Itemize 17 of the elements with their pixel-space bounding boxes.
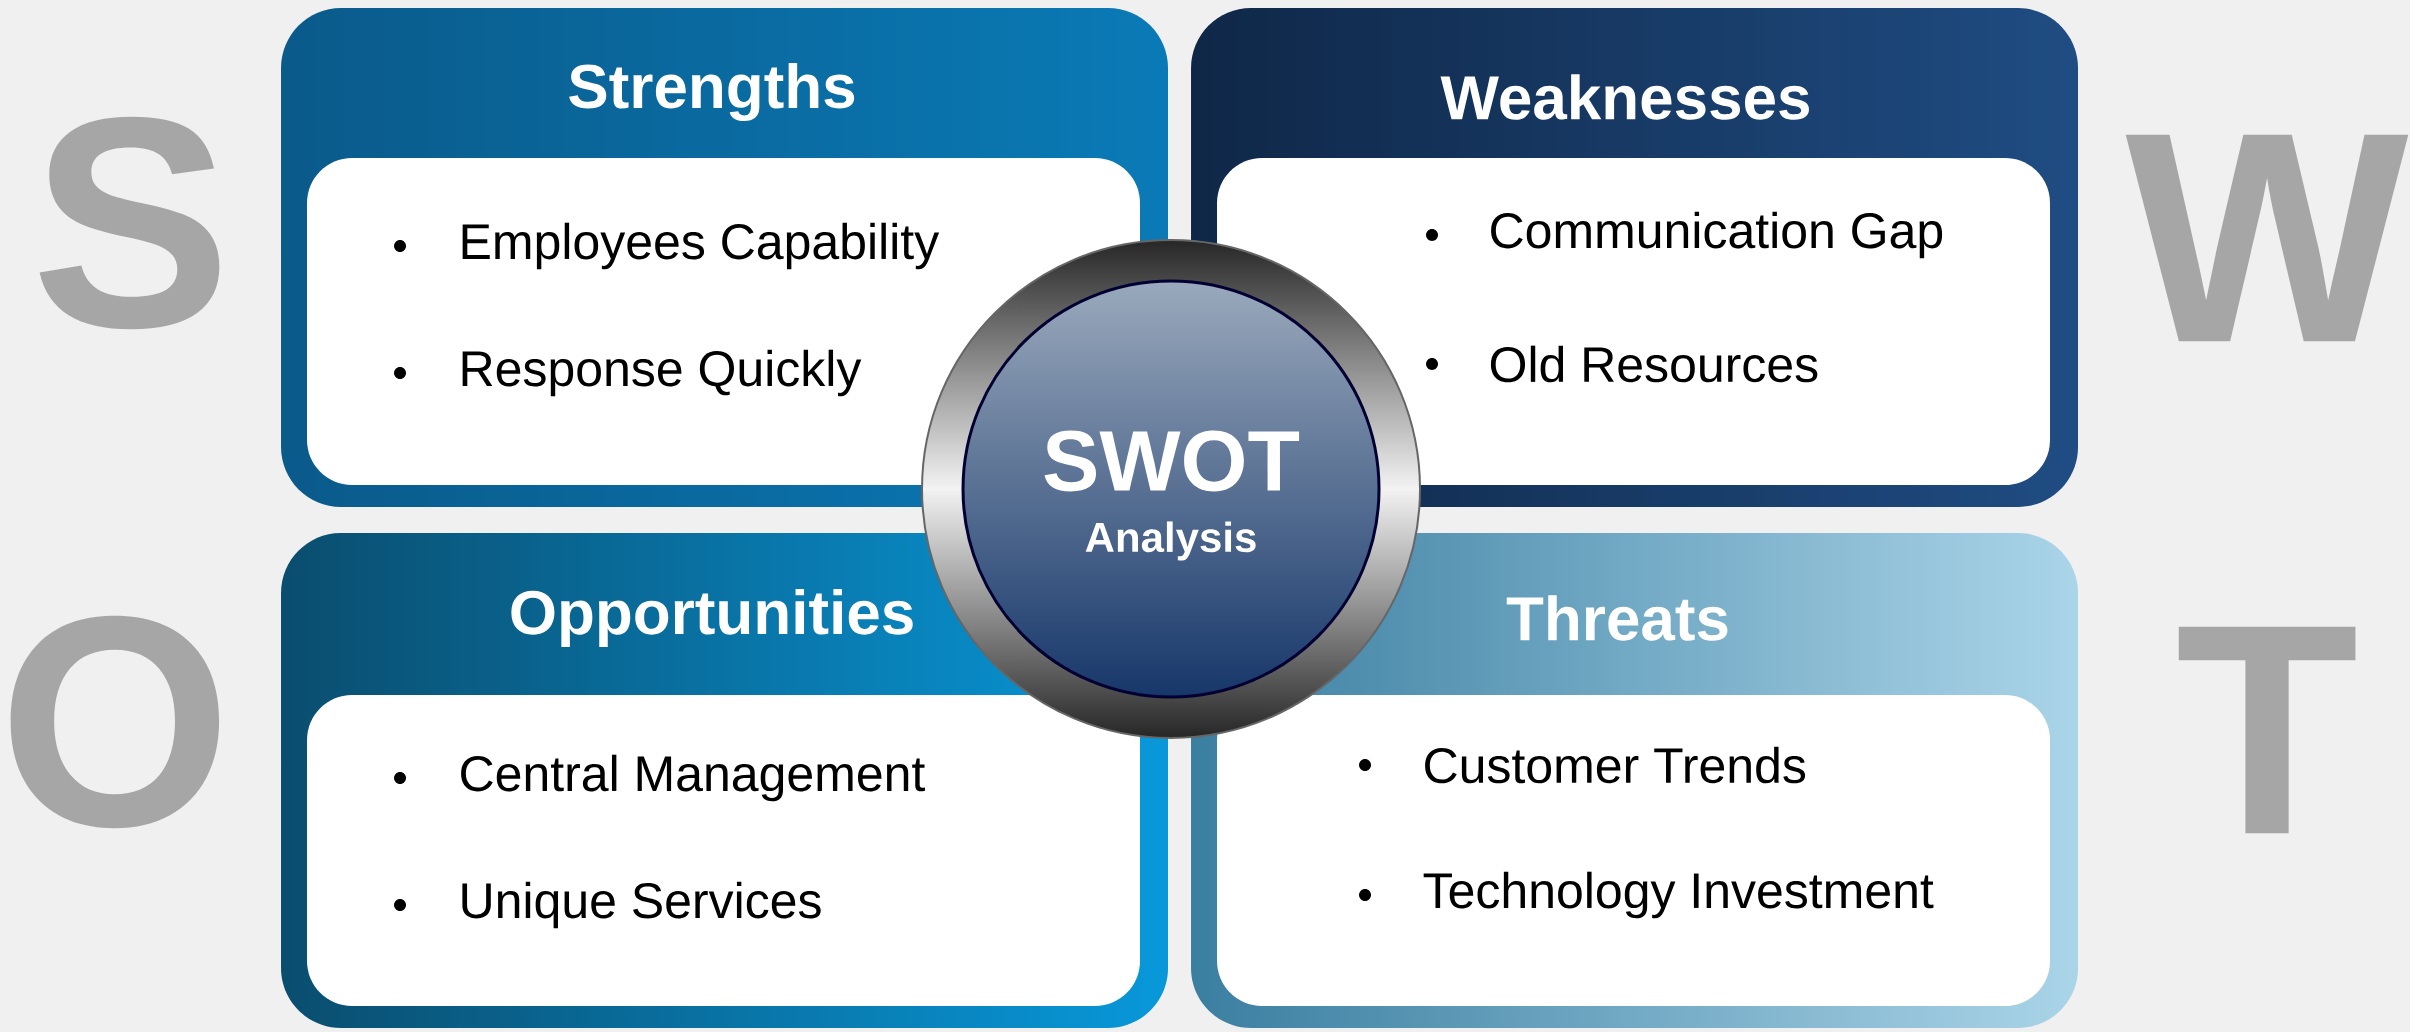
- big-letter: T: [2178, 626, 2356, 834]
- bullet-item: Old Resources: [1490, 345, 1818, 383]
- quadrant-heading: Strengths: [569, 62, 855, 122]
- big-letter: O: [10, 615, 220, 829]
- bullet-item: Communication Gap: [1491, 211, 1943, 259]
- quadrant-heading: Opportunities: [511, 589, 913, 647]
- bullet-item: Central Management: [461, 754, 925, 802]
- big-letter: S: [39, 116, 220, 330]
- bullet-item: Response Quickly: [462, 349, 862, 397]
- bullet-item: Unique Services: [462, 881, 821, 929]
- quadrant-heading: Weaknesses: [1440, 74, 1809, 120]
- quadrant-box: [1217, 595, 2050, 1006]
- bullet-item: Customer Trends: [1425, 746, 1806, 784]
- big-letter: W: [2125, 134, 2409, 342]
- quadrant-heading: Threats: [1506, 595, 1728, 641]
- bullet-item: Technology Investment: [1423, 871, 1934, 919]
- quadrant-box: [307, 589, 1140, 1006]
